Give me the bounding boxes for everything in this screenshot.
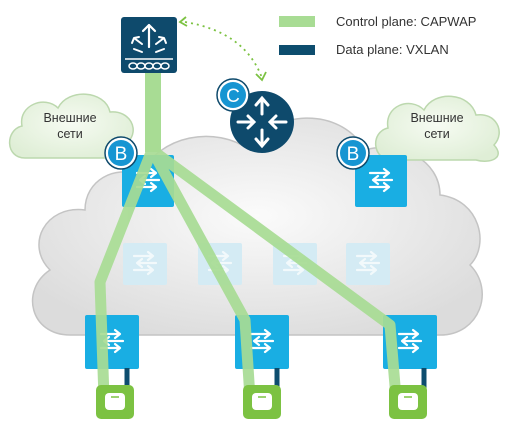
intermediate-switch — [346, 243, 390, 285]
router-icon — [230, 91, 294, 153]
edge-switch-left — [85, 315, 139, 369]
legend-swatch-capwap — [279, 16, 315, 27]
control-plane-badge: C — [216, 78, 250, 112]
access-point-icon — [389, 385, 427, 419]
border-node-badge-right: B — [336, 136, 370, 170]
access-point-icon — [96, 385, 134, 419]
external-networks-right-label-line2: сети — [424, 127, 450, 141]
access-point-icon — [243, 385, 281, 419]
control-plane-badge-label: C — [226, 86, 240, 107]
border-node-badge-left: B — [104, 136, 138, 170]
border-node-switch-right — [355, 155, 407, 207]
external-network-cloud-right: Внешние сети — [374, 95, 500, 162]
external-networks-right-label-line1: Внешние — [410, 111, 463, 125]
external-networks-left-label-line2: сети — [57, 127, 83, 141]
border-node-badge-right-label: B — [347, 144, 360, 165]
legend-swatch-vxlan — [279, 45, 315, 55]
legend-label-vxlan: Data plane: VXLAN — [336, 42, 449, 57]
external-networks-left-label-line1: Внешние — [43, 111, 96, 125]
intermediate-switch — [123, 243, 167, 285]
border-node-badge-left-label: B — [115, 144, 128, 165]
legend-label-capwap: Control plane: CAPWAP — [336, 14, 476, 29]
wlc-control-plane-association — [178, 16, 267, 82]
wireless-lan-controller-icon — [121, 17, 177, 73]
legend: Control plane: CAPWAP Data plane: VXLAN — [279, 14, 476, 57]
capwap-trunk — [145, 70, 161, 152]
